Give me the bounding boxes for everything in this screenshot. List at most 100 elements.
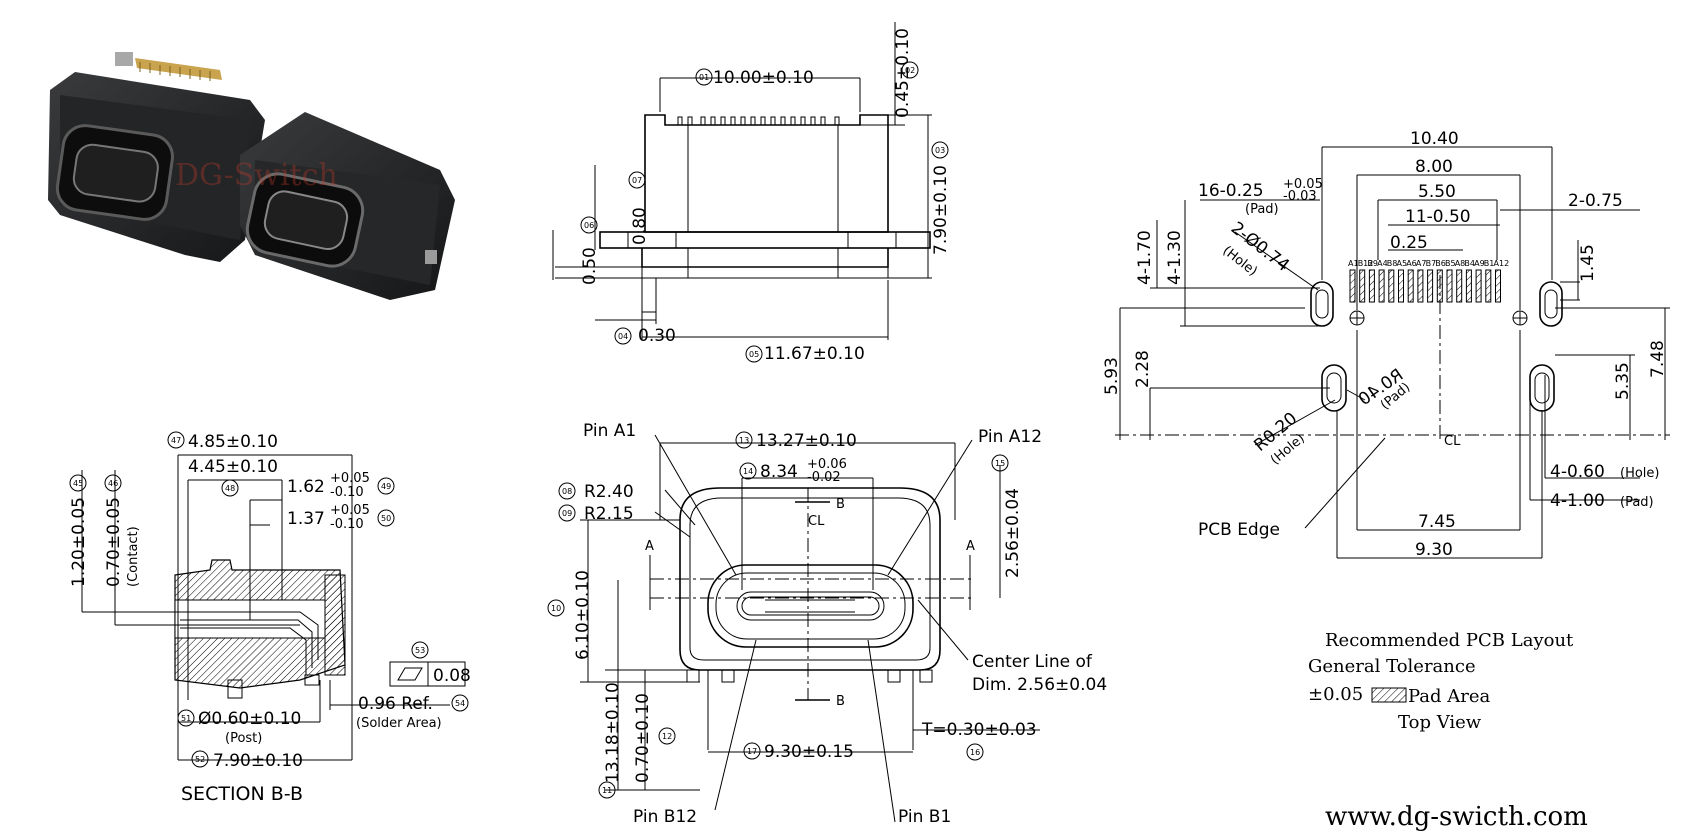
balloon-02: 02	[905, 66, 915, 75]
label-pin-b1: Pin B1	[898, 807, 951, 827]
pcb-pad	[1417, 269, 1424, 303]
balloon-46: 46	[108, 479, 118, 488]
pcb-pad	[1475, 269, 1482, 303]
dim-11-0-50: 11-0.50	[1405, 207, 1471, 227]
connector-pins	[135, 58, 222, 81]
balloon-48: 48	[225, 484, 235, 493]
label-pin-a1: Pin A1	[583, 421, 636, 441]
section-a-right: A	[966, 539, 975, 554]
balloon-13: 13	[739, 436, 749, 445]
balloon-06: 06	[584, 221, 594, 230]
dim-10: 6.10±0.10	[573, 570, 593, 660]
dim-09: R2.15	[584, 504, 634, 524]
dim-46-note: (Contact)	[126, 526, 141, 587]
dim-14-tol-down: -0.02	[807, 470, 841, 485]
balloon-12: 12	[662, 732, 672, 741]
dim-7-48: 7.48	[1648, 340, 1668, 378]
pcb-center-mark: CL	[1444, 434, 1461, 449]
dim-5-93: 5.93	[1102, 357, 1122, 395]
balloon-11: 11	[602, 786, 612, 795]
dim-47: 4.85±0.10	[188, 432, 278, 452]
dim-pads16-down: -0.03	[1283, 189, 1317, 204]
balloon-17: 17	[747, 747, 757, 756]
dim-5-50: 5.50	[1418, 182, 1456, 202]
pad-label: A9	[1474, 259, 1485, 268]
dim-04: 0.30	[638, 326, 676, 346]
balloon-03: 03	[935, 146, 945, 155]
label-pin-b12: Pin B12	[633, 807, 697, 827]
dim-17: 9.30±0.15	[764, 742, 854, 762]
dim-12: 0.70±0.10	[633, 693, 653, 783]
dim-1-45: 1.45	[1578, 244, 1598, 282]
dim-06: 0.50	[580, 247, 600, 285]
balloon-15: 15	[995, 459, 1005, 468]
pad-label: A5	[1397, 259, 1408, 268]
pcb-pad	[1359, 269, 1366, 303]
pcb-pad	[1456, 269, 1463, 303]
balloon-04: 04	[618, 332, 628, 341]
pad-label: B5	[1445, 259, 1456, 268]
pcb-pad	[1407, 269, 1414, 303]
dim-49-down: -0.10	[330, 485, 364, 500]
pcb-pad	[1436, 269, 1443, 303]
dim-11: 13.18±0.10	[603, 682, 623, 783]
dim-49: 1.62	[287, 477, 325, 497]
dim-0-25: 0.25	[1390, 233, 1428, 253]
center-note-line2: Dim. 2.56±0.04	[972, 675, 1107, 695]
dim-07: 0.80	[630, 207, 650, 245]
section-b-bottom: B	[836, 694, 845, 709]
pad-label: A4	[1377, 259, 1388, 268]
pcb-pad	[1378, 269, 1385, 303]
pcb-pad	[1446, 269, 1453, 303]
product-photo: DG-Switch	[48, 52, 455, 300]
dim-14-tol-up: +0.06	[807, 457, 847, 472]
balloon-52: 52	[195, 755, 205, 764]
dim-4-1-30: 4-1.30	[1165, 230, 1185, 285]
dim-16: T=0.30±0.03	[921, 720, 1037, 740]
dim-01: 10.00±0.10	[713, 68, 814, 88]
dim-08: R2.40	[584, 482, 634, 502]
balloon-47: 47	[171, 436, 181, 445]
dim-9-30: 9.30	[1415, 540, 1453, 560]
center-note-line1: Center Line of	[972, 652, 1093, 672]
dim-54: 0.96 Ref.	[358, 694, 433, 714]
pad-label: B1	[1484, 259, 1495, 268]
dim-50-down: -0.10	[330, 517, 364, 532]
balloon-01: 01	[699, 73, 709, 82]
dim-46: 0.70±0.05	[104, 497, 124, 587]
balloon-10: 10	[551, 604, 561, 613]
dim-5-35: 5.35	[1613, 362, 1633, 400]
dim-52: 7.90±0.10	[213, 751, 303, 771]
dim-2-0-75: 2-0.75	[1568, 191, 1623, 211]
pcb-pad	[1349, 269, 1356, 303]
pad-label: B8	[1387, 259, 1398, 268]
legend-tolerance: General Tolerance	[1308, 656, 1476, 677]
dim-10-40: 10.40	[1410, 129, 1459, 149]
dim-03: 7.90±0.10	[931, 165, 951, 255]
pcb-pad	[1465, 269, 1472, 303]
dim-50: 1.37	[287, 509, 325, 529]
balloon-50: 50	[381, 514, 391, 523]
pad-label: A6	[1406, 259, 1417, 268]
balloon-05: 05	[749, 350, 759, 359]
pad-label: A1	[1348, 259, 1359, 268]
dim-7-45: 7.45	[1418, 512, 1456, 532]
dim-45: 1.20±0.05	[69, 497, 89, 587]
pcb-pad	[1368, 269, 1375, 303]
pad-label: A8	[1455, 259, 1466, 268]
dim-50-up: +0.05	[330, 503, 370, 518]
top-contacts	[677, 116, 840, 125]
pcb-pad	[1398, 269, 1404, 303]
dim-05: 11.67±0.10	[764, 344, 865, 364]
balloon-16: 16	[970, 748, 980, 757]
dim-2-28: 2.28	[1133, 350, 1153, 388]
balloon-53: 53	[415, 646, 425, 655]
pcb-pad	[1427, 269, 1434, 303]
flatness-value: 0.08	[433, 666, 471, 686]
dim-51: Ø0.60±0.10	[198, 709, 301, 729]
h100-note: (Pad)	[1620, 495, 1654, 510]
section-view: 0.08 53 47 4.85±0.10 4.45±0.10 48 1.62 +…	[69, 431, 471, 805]
